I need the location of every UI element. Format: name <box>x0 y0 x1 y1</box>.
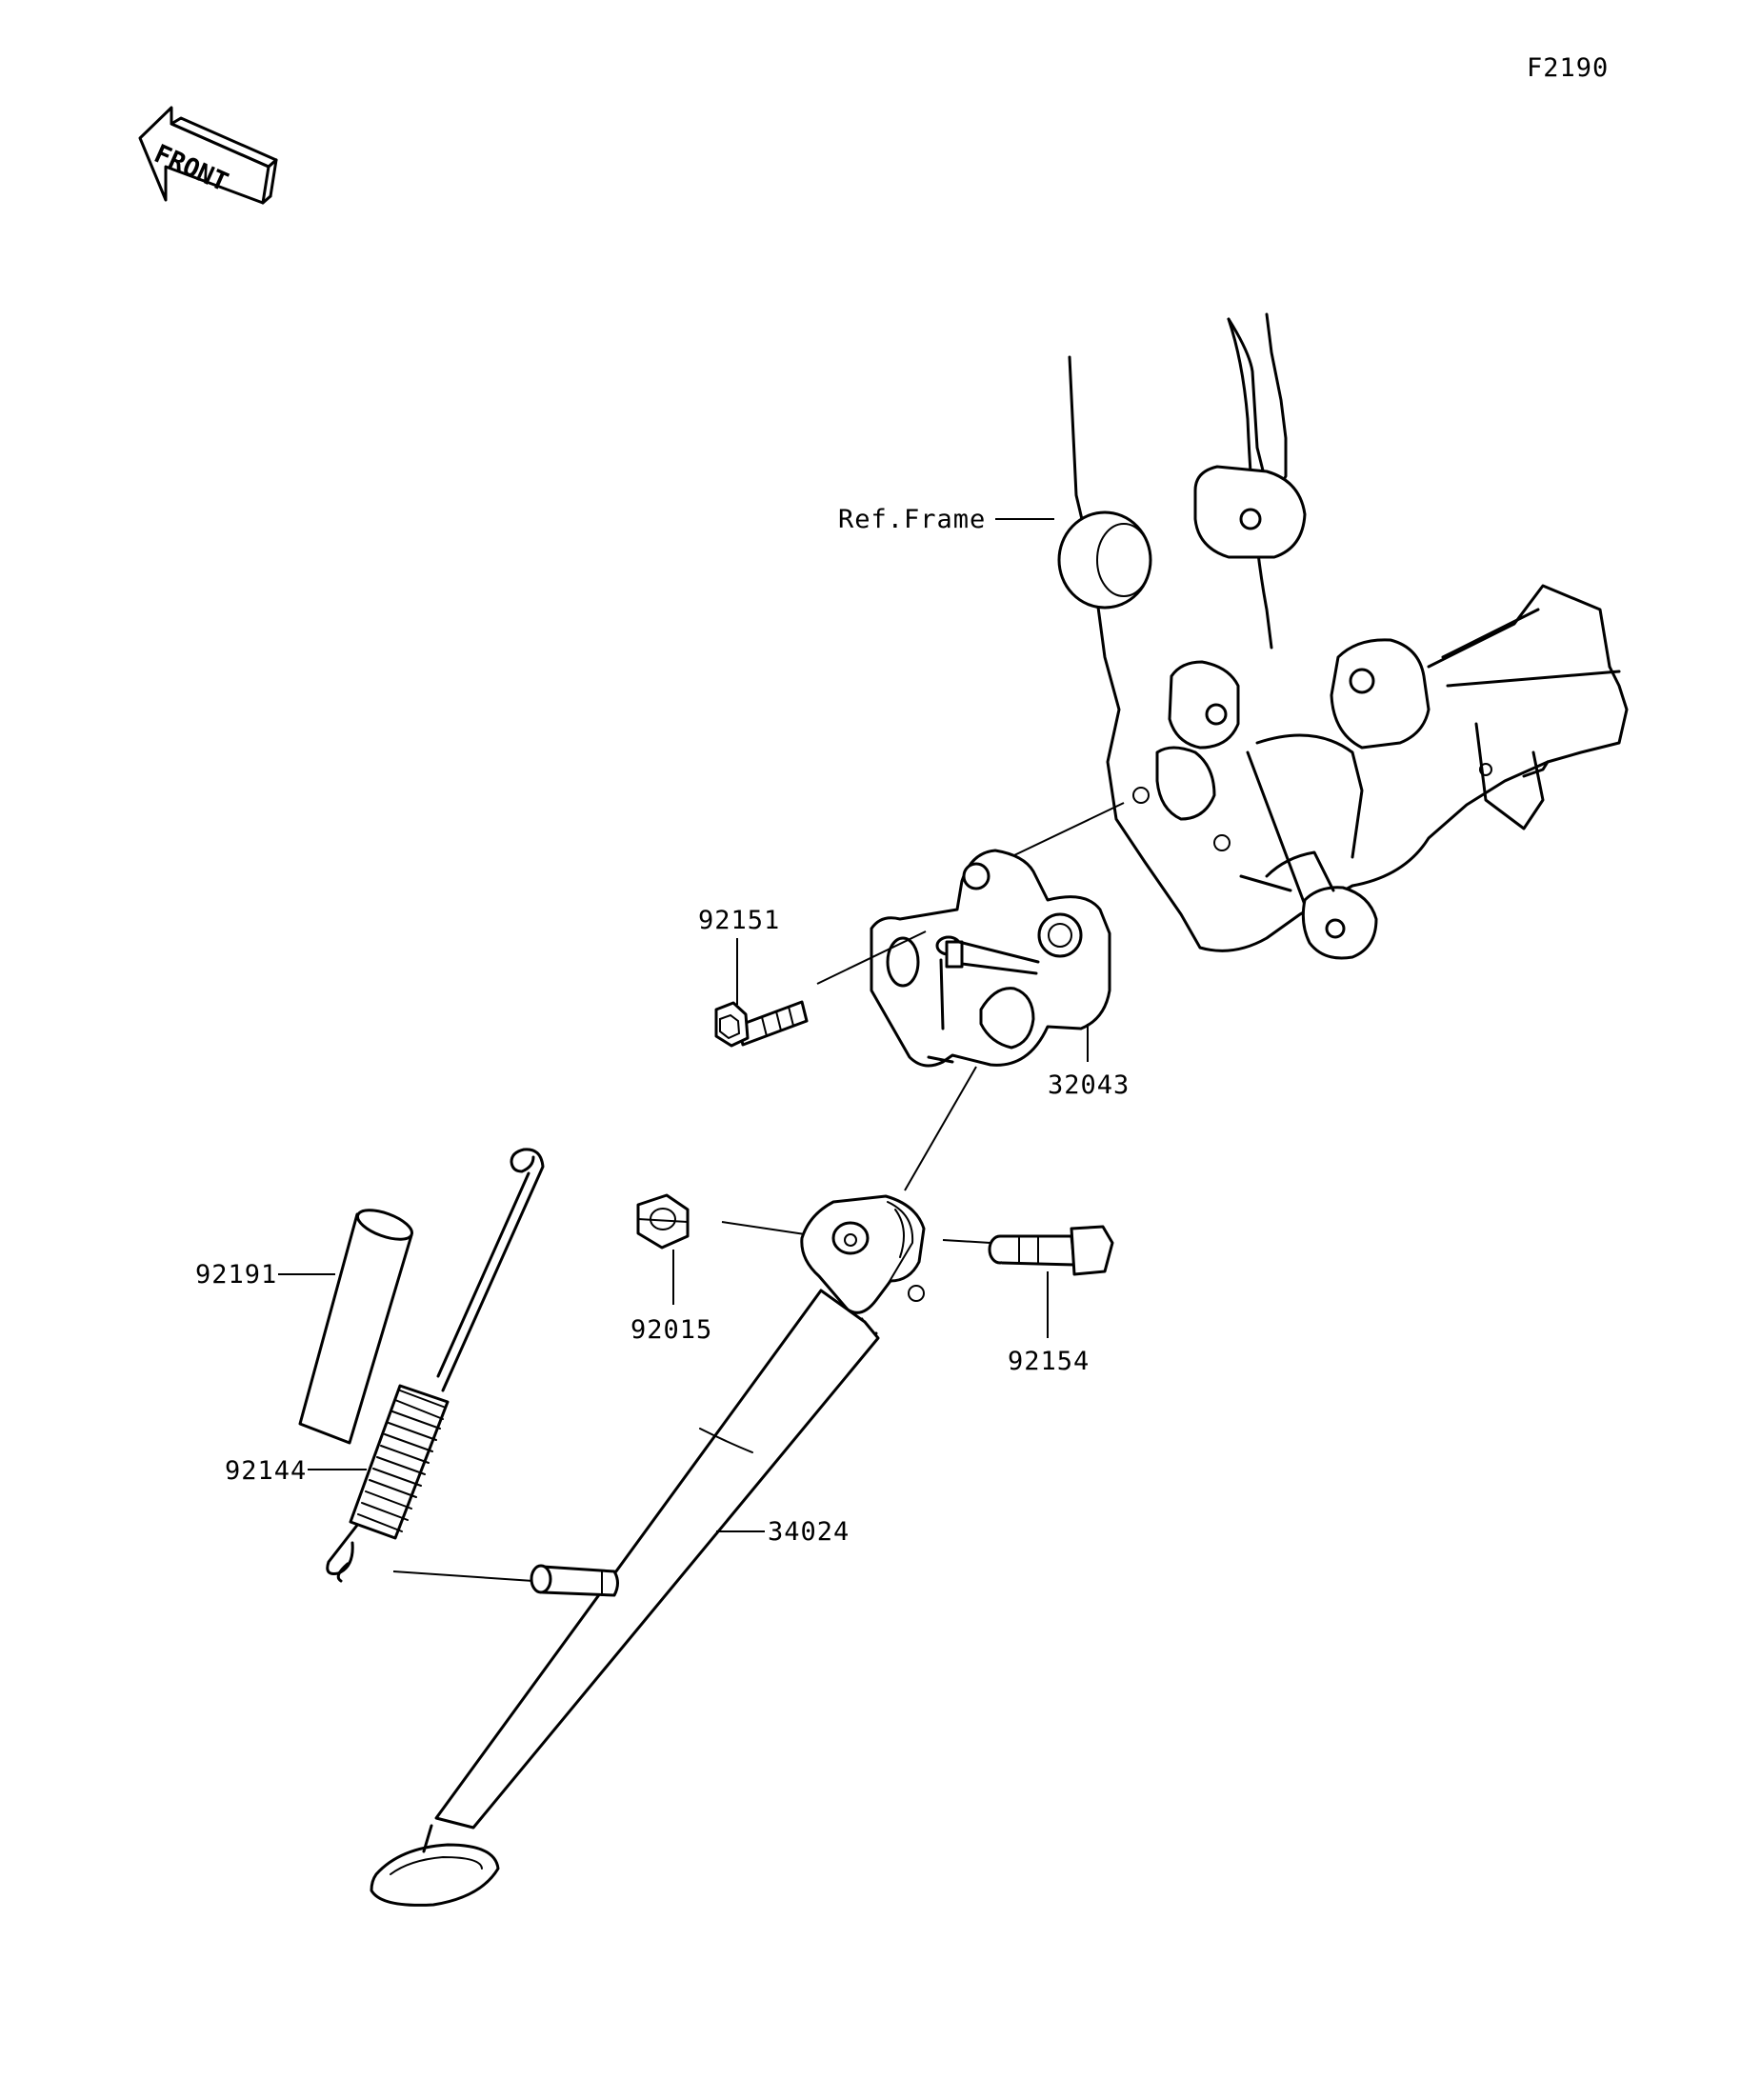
bolt-part-92151 <box>714 930 927 1048</box>
nut-part-92015 <box>636 1193 690 1250</box>
bracket-stand-guide-line <box>904 1066 977 1191</box>
diagram-code: F2190 <box>1527 53 1609 83</box>
bracket-32043-label: 32043 <box>1048 1070 1130 1100</box>
bolt-92151-label: 92151 <box>698 906 780 935</box>
spring-part-92144 <box>326 1148 545 1583</box>
frame-bracket-guide-line <box>1013 802 1125 856</box>
side-stand-part-34024 <box>370 1194 926 1907</box>
side-stand-34024-label: 34024 <box>768 1517 850 1547</box>
spring-92144-label: 92144 <box>225 1456 307 1486</box>
front-direction-arrow-icon: FRONT <box>138 106 278 205</box>
bolt-part-92154 <box>942 1225 1114 1276</box>
spring-pin-part <box>392 1564 619 1597</box>
ref-frame-label: Ref.Frame <box>838 505 986 534</box>
bracket-part-32043 <box>870 849 1111 1068</box>
nut-92015-label: 92015 <box>630 1315 712 1345</box>
sleeve-part-92191 <box>298 1209 413 1445</box>
sleeve-92191-label: 92191 <box>195 1260 277 1290</box>
bolt-92154-label: 92154 <box>1008 1347 1090 1376</box>
frame-reference-drawing <box>1057 312 1629 960</box>
